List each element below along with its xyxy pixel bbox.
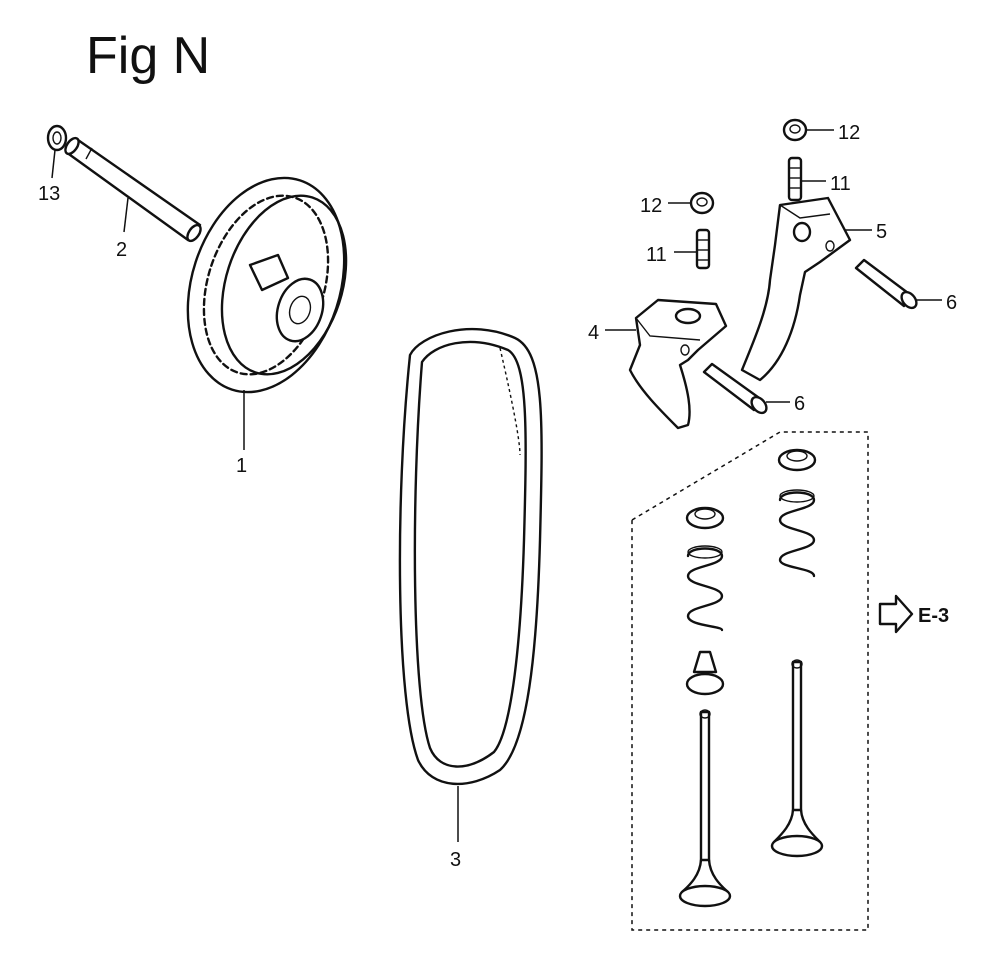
callout-4: 4 xyxy=(588,322,599,344)
part-6-pin-lower xyxy=(702,362,768,415)
valve-group-box xyxy=(631,431,869,931)
part-4-rocker-arm xyxy=(628,298,728,430)
reference-arrow-icon xyxy=(878,594,914,634)
callout-11-upper: 11 xyxy=(830,173,851,195)
valve-assembly-right xyxy=(770,448,824,858)
callout-2: 2 xyxy=(116,239,127,261)
callout-6-upper: 6 xyxy=(946,292,957,314)
figure-title: Fig N xyxy=(86,27,211,85)
reference-label: E-3 xyxy=(918,605,949,627)
callout-6-lower: 6 xyxy=(794,393,805,415)
callout-1: 1 xyxy=(236,455,247,477)
part-1-cam-pulley xyxy=(186,176,348,394)
part-12-nut-upper xyxy=(782,118,808,142)
part-5-rocker-arm xyxy=(740,196,852,382)
callout-3: 3 xyxy=(450,849,461,871)
callout-5: 5 xyxy=(876,221,887,243)
part-6-pin-upper xyxy=(854,258,918,310)
leader-2 xyxy=(123,197,129,233)
part-11-screw-lower xyxy=(695,228,711,270)
part-13-washer xyxy=(46,124,68,152)
leader-13 xyxy=(51,149,56,179)
valve-assembly-left xyxy=(678,506,732,908)
part-11-screw-upper xyxy=(787,156,803,202)
callout-12-upper: 12 xyxy=(838,122,860,144)
callout-11-lower: 11 xyxy=(646,244,667,266)
callout-12-lower: 12 xyxy=(640,195,662,217)
part-3-timing-belt xyxy=(398,327,543,786)
part-12-nut-lower xyxy=(689,191,715,215)
callout-13: 13 xyxy=(38,183,60,205)
part-2-shaft xyxy=(64,136,202,243)
